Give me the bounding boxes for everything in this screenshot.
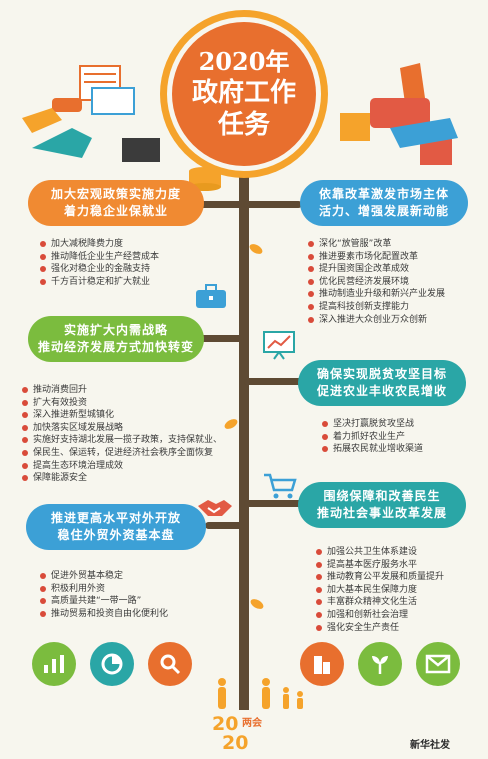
badge-two-sessions: 两会 (242, 718, 262, 729)
list-item: 强化对稳企业的金融支持 (40, 263, 159, 276)
list-item: 加强公共卫生体系建设 (316, 546, 444, 559)
hands-with-documents-icon (22, 65, 160, 162)
list-item: 千方百计稳定和扩大就业 (40, 276, 159, 289)
section-list-opening-up: 促进外贸基本稳定 积极利用外资 高质量共建“一带一路” 推动贸易和投资自由化便利… (40, 570, 168, 620)
banner-line: 实施扩大内需战略 (63, 323, 168, 337)
title-year: 2020年 (198, 47, 290, 76)
pie-chart-icon (101, 653, 123, 675)
magnifier-circle (148, 642, 192, 686)
section-list-macro-policy: 加大减税降费力度 推动降低企业生产经营成本 强化对稳企业的金融支持 千方百计稳定… (40, 238, 159, 288)
list-item: 保民生、保运转，促进经济社会秩序全面恢复 (22, 447, 222, 460)
list-item: 加大基本民生保障力度 (316, 584, 444, 597)
leaf-decoration (222, 417, 240, 431)
list-item: 坚决打赢脱贫攻坚战 (322, 418, 423, 431)
banner-line: 围绕保障和改善民生 (323, 489, 441, 503)
list-item: 深入推进大众创业万众创新 (308, 314, 445, 327)
list-item: 丰富群众精神文化生活 (316, 596, 444, 609)
list-item: 加强和创新社会治理 (316, 609, 444, 622)
leaf-decoration (248, 597, 266, 611)
branch-left-1 (200, 201, 244, 208)
brand-credit: 新华社发 (410, 740, 450, 751)
badge-year-bottom: 20 (222, 732, 249, 754)
bar-chart-circle (32, 642, 76, 686)
banner-line: 依靠改革激发市场主体 (318, 187, 449, 201)
building-circle (300, 642, 344, 686)
badge-year-top: 20 (212, 713, 239, 735)
list-item: 扩大有效投资 (22, 397, 222, 410)
list-item: 提升国资国企改革成效 (308, 263, 445, 276)
sprout-circle (358, 642, 402, 686)
pie-chart-circle (90, 642, 134, 686)
banner-line: 活力、增强发展新动能 (318, 204, 449, 218)
list-item: 保障能源安全 (22, 472, 222, 485)
list-item: 加大减税降费力度 (40, 238, 159, 251)
section-list-livelihood: 加强公共卫生体系建设 提高基本医疗服务水平 推动教育公平发展和质量提升 加大基本… (316, 546, 444, 634)
section-banner-opening-up: 推进更高水平对外开放 稳住外贸外资基本盘 (26, 504, 206, 550)
footer (0, 712, 488, 759)
list-item: 深入推进新型城镇化 (22, 409, 222, 422)
banner-line: 推动社会事业改革发展 (316, 506, 447, 520)
section-banner-livelihood: 围绕保障和改善民生 推动社会事业改革发展 (298, 482, 466, 528)
branch-left-2 (200, 335, 244, 342)
list-item: 着力抓好农业生产 (322, 431, 423, 444)
section-list-reform: 深化“放管服”改革 推进要素市场化配置改革 提升国资国企改革成效 优化民营经济发… (308, 238, 445, 326)
branch-left-3 (205, 522, 245, 529)
section-banner-macro-policy: 加大宏观政策实施力度 着力稳企业保就业 (28, 180, 204, 226)
title-circle: 2020年 政府工作 任务 (172, 22, 316, 166)
branch-right-3 (244, 500, 302, 507)
list-item: 提高科技创新支撑能力 (308, 301, 445, 314)
list-item: 推动消费回升 (22, 384, 222, 397)
two-sessions-badge: 20 两会 20 (212, 714, 274, 754)
list-item: 实施好支持湖北发展一揽子政策，支持保就业、 (22, 434, 222, 447)
tree-trunk (239, 150, 249, 710)
shopping-cart-icon (264, 473, 297, 499)
list-item: 加快落实区域发展战略 (22, 422, 222, 435)
banner-line: 推进更高水平对外开放 (50, 511, 181, 525)
branch-right-2 (244, 378, 302, 385)
title-sub: 任务 (217, 110, 270, 140)
section-banner-reform: 依靠改革激发市场主体 活力、增强发展新动能 (300, 180, 468, 226)
list-item: 推进要素市场化配置改革 (308, 251, 445, 264)
sprout-icon (372, 656, 388, 674)
envelope-icon (425, 654, 451, 674)
list-item: 积极利用外资 (40, 583, 168, 596)
list-item: 优化民营经济发展环境 (308, 276, 445, 289)
list-item: 推动降低企业生产经营成本 (40, 251, 159, 264)
leaf-decoration (247, 242, 265, 256)
banner-line: 推动经济发展方式加快转变 (37, 340, 194, 354)
envelope-circle (416, 642, 460, 686)
list-item: 高质量共建“一带一路” (40, 595, 168, 608)
section-banner-poverty: 确保实现脱贫攻坚目标 促进农业丰收农民增收 (298, 360, 466, 406)
section-banner-domestic-demand: 实施扩大内需战略 推动经济发展方式加快转变 (28, 316, 204, 362)
section-list-domestic-demand: 推动消费回升 扩大有效投资 深入推进新型城镇化 加快落实区域发展战略 实施好支持… (22, 384, 222, 485)
bar-chart-icon (44, 655, 64, 673)
list-item: 促进外贸基本稳定 (40, 570, 168, 583)
banner-line: 促进农业丰收农民增收 (316, 384, 447, 398)
list-item: 推动教育公平发展和质量提升 (316, 571, 444, 584)
family-people-icon (218, 678, 303, 709)
banner-line: 稳住外贸外资基本盘 (57, 528, 175, 542)
title-main: 政府工作 (191, 78, 296, 108)
handshake-icon (198, 500, 232, 516)
briefcase-icon (196, 284, 226, 308)
banner-line: 确保实现脱贫攻坚目标 (316, 367, 447, 381)
hands-with-bags-icon (340, 63, 458, 165)
list-item: 强化安全生产责任 (316, 622, 444, 635)
list-item: 提高基本医疗服务水平 (316, 559, 444, 572)
list-item: 拓展农民就业增收渠道 (322, 443, 423, 456)
section-list-poverty: 坚决打赢脱贫攻坚战 着力抓好农业生产 拓展农民就业增收渠道 (322, 418, 423, 456)
list-item: 推动贸易和投资自由化便利化 (40, 608, 168, 621)
list-item: 深化“放管服”改革 (308, 238, 445, 251)
chart-board-icon (263, 331, 295, 360)
search-icon (160, 654, 181, 675)
building-icon (314, 656, 330, 674)
branch-right-1 (244, 201, 302, 208)
banner-line: 加大宏观政策实施力度 (50, 187, 181, 201)
list-item: 提高生态环境治理成效 (22, 460, 222, 473)
list-item: 推动制造业升级和新兴产业发展 (308, 288, 445, 301)
banner-line: 着力稳企业保就业 (63, 204, 168, 218)
